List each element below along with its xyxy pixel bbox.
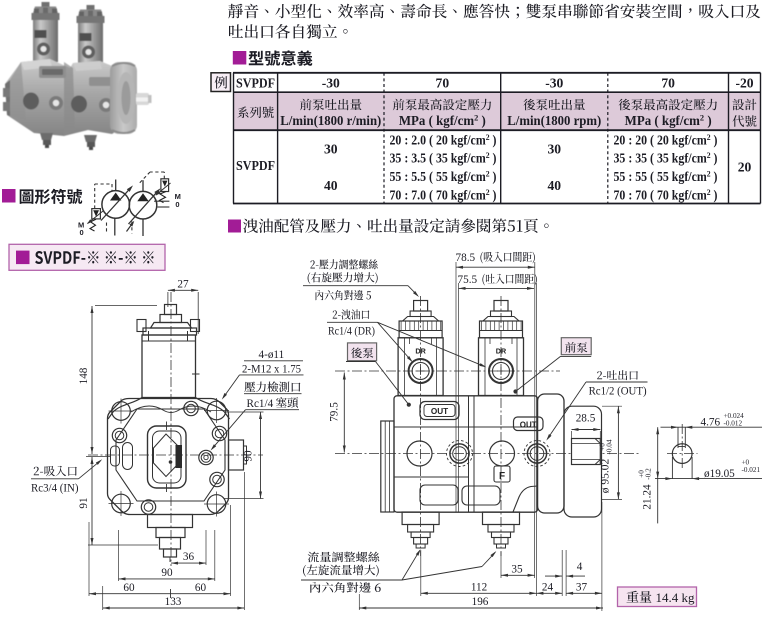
svg-text:20 : 2.0 ( 20 kgf/cm2 ): 20 : 2.0 ( 20 kgf/cm2 ) [390,132,497,148]
svg-text:Rc1/4 (DR): Rc1/4 (DR) [328,325,375,337]
svg-text:24: 24 [542,582,554,594]
svg-text:0: 0 [80,228,84,237]
svg-text:35 : 35 ( 35 kgf/cm2 ): 35 : 35 ( 35 kgf/cm2 ) [614,150,718,166]
svg-text:30: 30 [324,142,338,157]
svg-text:4.76: 4.76 [701,416,721,428]
svg-text:60: 60 [195,582,207,594]
svg-text:90: 90 [243,450,255,462]
svg-text:L/min(1800 r/min): L/min(1800 r/min) [280,113,381,128]
svg-text:2-M12 x 1.75: 2-M12 x 1.75 [242,363,301,375]
svg-text:70: 70 [661,75,675,90]
svg-text:M: M [175,192,181,201]
svg-text:ø 95.02: ø 95.02 [600,459,612,494]
svg-text:MPa ( kgf/cm2 ): MPa ( kgf/cm2 ) [399,113,486,129]
svg-text:148: 148 [78,367,90,384]
svg-text:OUT: OUT [520,421,537,430]
svg-text:40: 40 [324,178,338,193]
svg-text:DR: DR [415,347,426,356]
svg-text:OUT: OUT [431,407,448,416]
svg-text:75.5: 75.5 [458,274,478,286]
svg-text:20: 20 [738,160,752,175]
svg-text:36: 36 [183,551,195,563]
svg-text:+0: +0 [599,443,607,451]
svg-text:SVPDF: SVPDF [236,75,275,90]
svg-text:21.24: 21.24 [642,484,654,510]
svg-text:78.5: 78.5 [456,252,476,264]
svg-text:+0: +0 [638,470,646,478]
svg-text:91: 91 [78,497,90,508]
svg-text:-20: -20 [735,75,753,90]
svg-text:70 : 7.0 ( 70 kgf/cm2 ): 70 : 7.0 ( 70 kgf/cm2 ) [390,187,497,203]
svg-text:70 : 70 ( 70 kgf/cm2 ): 70 : 70 ( 70 kgf/cm2 ) [614,187,718,203]
svg-text:27: 27 [177,278,189,290]
svg-text:55 : 55 ( 55 kgf/cm2 ): 55 : 55 ( 55 kgf/cm2 ) [614,169,718,185]
svg-text:+0: +0 [742,459,750,467]
svg-text:112: 112 [471,582,487,594]
svg-text:-0.012: -0.012 [724,419,743,427]
svg-text:-0.04: -0.04 [606,439,614,454]
svg-text:DR: DR [496,347,507,356]
svg-text:-0.021: -0.021 [742,466,761,474]
svg-text:60: 60 [123,582,135,594]
svg-text:Rc1/2 (OUT): Rc1/2 (OUT) [589,386,647,398]
svg-text:37: 37 [576,582,588,594]
svg-text:M: M [78,221,84,230]
svg-text:-30: -30 [545,75,563,90]
svg-text:133: 133 [165,596,182,608]
svg-text:79.5: 79.5 [329,402,341,422]
svg-text:F: F [499,471,505,482]
svg-text:28.5: 28.5 [576,413,596,425]
svg-text:14.4 kg: 14.4 kg [656,590,696,605]
svg-text:35: 35 [511,564,523,576]
svg-text:+0.024: +0.024 [724,412,745,420]
svg-text:70: 70 [436,75,450,90]
svg-text:55 : 5.5 ( 55 kgf/cm2 ): 55 : 5.5 ( 55 kgf/cm2 ) [390,169,497,185]
svg-text:0: 0 [175,200,179,209]
svg-text:Rc3/4 (IN): Rc3/4 (IN) [31,483,79,495]
svg-text:Rc1/4: Rc1/4 [247,398,274,410]
svg-text:40: 40 [547,178,561,193]
svg-text:30: 30 [547,142,561,157]
svg-text:196: 196 [472,596,489,608]
svg-text:MPa ( kgf/cm2 ): MPa ( kgf/cm2 ) [625,113,712,129]
svg-text:4-ø11: 4-ø11 [259,349,285,361]
svg-text:20 : 20 ( 20 kgf/cm2 ): 20 : 20 ( 20 kgf/cm2 ) [614,132,718,148]
svg-text:90: 90 [161,567,173,579]
svg-text:35 : 3.5 ( 35 kgf/cm2 ): 35 : 3.5 ( 35 kgf/cm2 ) [390,150,497,166]
svg-text:SVPDF: SVPDF [236,158,275,173]
svg-text:-30: -30 [322,75,340,90]
svg-text:ø19.05: ø19.05 [704,468,735,480]
svg-text:L/min(1800 rpm): L/min(1800 rpm) [507,113,601,128]
svg-text:-0.2: -0.2 [645,468,653,480]
svg-text:4: 4 [577,561,583,573]
